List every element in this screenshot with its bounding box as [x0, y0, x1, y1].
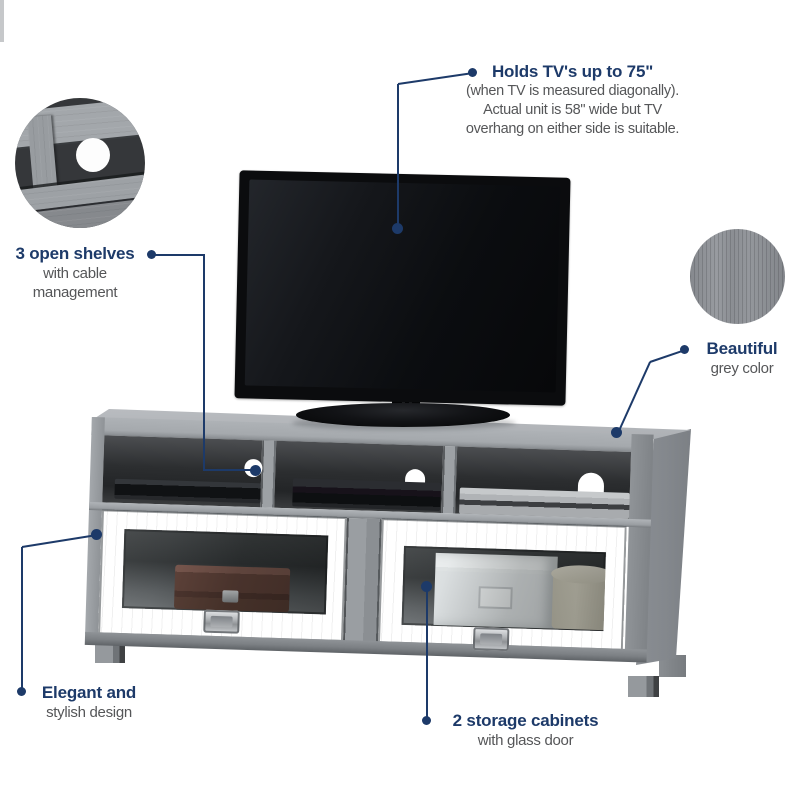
callout-bullet-storage — [422, 716, 431, 725]
callout-bullet-tv — [468, 68, 477, 77]
callout-dot-tv — [392, 223, 403, 234]
callout-line-tv — [397, 84, 399, 229]
console-foot-right — [628, 676, 659, 697]
cabinet-door-right — [377, 518, 627, 652]
inset-wood-swatch — [690, 229, 785, 324]
glass-panel-left — [121, 529, 329, 615]
callout-bullet-shelves — [147, 250, 156, 259]
callout-tv-size-line: (when TV is measured diagonally). — [465, 83, 680, 99]
callout-tv-size-title: Holds TV's up to 75" — [491, 62, 654, 81]
callout-design: Elegant and stylish design — [24, 682, 154, 722]
console-foot-rear-right — [659, 655, 686, 677]
callout-grey-color-title: Beautiful — [706, 339, 778, 358]
callout-design-title: Elegant and — [41, 683, 137, 702]
callout-grey-color: Beautiful grey color — [688, 338, 796, 378]
tv — [234, 170, 571, 406]
callout-bullet-design — [17, 687, 26, 696]
inset-shelf-closeup — [15, 98, 145, 228]
callout-dot-design — [91, 529, 102, 540]
door-handle-right — [472, 627, 510, 652]
cabinet-interior-left — [121, 529, 329, 615]
callout-dot-color — [611, 427, 622, 438]
media-console — [84, 414, 654, 663]
callout-bullet-color — [680, 345, 689, 354]
callout-tv-size-line: overhang on either side is suitable. — [465, 121, 680, 137]
callout-open-shelves-line: management — [32, 284, 118, 301]
callout-dot-shelves — [250, 465, 261, 476]
callout-storage-line: with glass door — [477, 732, 574, 749]
tv-screen — [244, 179, 561, 393]
tv-stand-base — [296, 403, 510, 427]
callout-line-color — [617, 361, 652, 434]
callout-line-design — [21, 533, 98, 548]
callout-storage: 2 storage cabinets with glass door — [438, 710, 613, 750]
inset-cable-hole — [76, 138, 110, 172]
callout-line-shelves — [203, 469, 256, 471]
callout-open-shelves: 3 open shelves with cable management — [2, 243, 148, 302]
console-foot-left — [95, 643, 125, 663]
callout-grey-color-line: grey color — [710, 360, 774, 377]
callout-dot-storage — [421, 581, 432, 592]
callout-tv-size: Holds TV's up to 75" (when TV is measure… — [420, 61, 725, 139]
media-player-2 — [292, 478, 442, 511]
cabinet-door-left — [98, 509, 347, 642]
callout-line-storage — [426, 587, 428, 721]
callout-tv-size-line: Actual unit is 58" wide but TV — [483, 102, 662, 118]
glass-panel-right — [401, 545, 606, 632]
cabinet-interior-right — [401, 545, 606, 632]
callout-line-shelves — [152, 254, 204, 256]
image-edge-artifact — [0, 0, 4, 42]
callout-design-line: stylish design — [46, 704, 132, 721]
media-player-3 — [459, 487, 630, 519]
door-handle-left — [203, 609, 240, 634]
callout-line-design — [21, 547, 23, 692]
callout-line-shelves — [203, 254, 205, 471]
center-stile — [342, 518, 382, 644]
callout-open-shelves-title: 3 open shelves — [15, 244, 135, 263]
callout-storage-title: 2 storage cabinets — [452, 711, 599, 730]
callout-open-shelves-line: with cable — [43, 265, 107, 282]
